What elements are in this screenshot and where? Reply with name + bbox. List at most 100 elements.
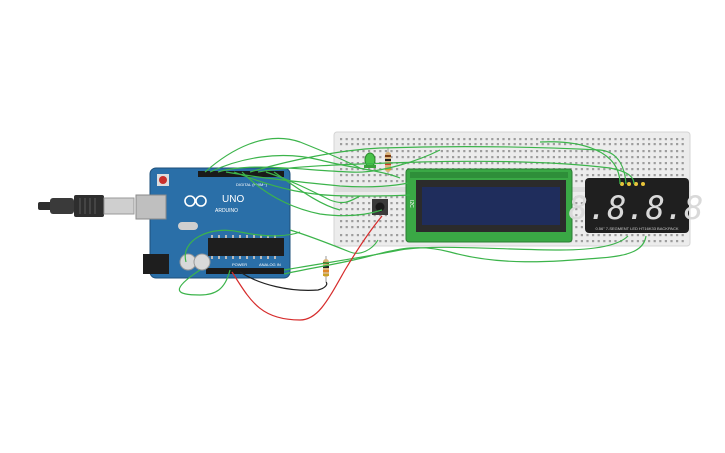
breadboard-hole	[491, 143, 494, 146]
breadboard-hole	[614, 143, 617, 146]
breadboard-hole	[379, 174, 382, 177]
wire-green[interactable]	[283, 235, 647, 275]
breadboard-hole	[564, 143, 567, 146]
breadboard-hole	[351, 196, 354, 199]
breadboard-hole	[368, 220, 371, 223]
reset-button-cap[interactable]	[159, 176, 167, 184]
breadboard-hole	[345, 180, 348, 183]
arduino-brand-label: ARDUINO	[215, 208, 238, 214]
wire-green[interactable]	[204, 137, 361, 173]
breadboard-hole	[356, 226, 359, 229]
seven-segment-digits: 8.8.8.8	[569, 189, 704, 227]
wire-red[interactable]	[231, 215, 383, 321]
breadboard-hole	[541, 138, 544, 141]
breadboard-hole	[362, 174, 365, 177]
breadboard-hole	[575, 150, 578, 153]
breadboard-hole	[603, 234, 606, 237]
wire-green[interactable]	[539, 141, 621, 185]
lcd-display[interactable]: I2C	[405, 168, 573, 243]
wire-green[interactable]	[178, 269, 231, 296]
wire-green[interactable]	[257, 160, 635, 185]
wire-green[interactable]	[273, 171, 341, 211]
breadboard-hole	[597, 240, 600, 243]
breadboard-hole	[558, 156, 561, 159]
breadboard-hole	[575, 138, 578, 141]
breadboard-hole	[603, 168, 606, 171]
pushbutton[interactable]	[372, 199, 388, 215]
wire-green[interactable]	[184, 229, 301, 263]
breadboard-hole	[379, 214, 382, 217]
breadboard-hole	[603, 156, 606, 159]
breadboard-hole	[345, 240, 348, 243]
breadboard-hole	[390, 150, 393, 153]
breadboard-hole	[401, 143, 404, 146]
breadboard-hole	[429, 143, 432, 146]
breadboard-hole	[664, 240, 667, 243]
breadboard-hole	[575, 208, 578, 211]
breadboard-hole	[580, 234, 583, 237]
breadboard-hole	[390, 234, 393, 237]
breadboard-hole	[496, 143, 499, 146]
breadboard-hole	[496, 150, 499, 153]
breadboard-hole	[636, 156, 639, 159]
breadboard-hole	[586, 138, 589, 141]
digital-header-label: DIGITAL (PWM~)	[236, 182, 268, 187]
breadboard-hole	[659, 240, 662, 243]
breadboard-hole	[631, 156, 634, 159]
wire-green[interactable]	[241, 171, 383, 217]
seven-segment-display[interactable]: 8.8.8.8 0.56" 7-SEGMENT LED HT16K33 BACK…	[569, 178, 704, 233]
resistor[interactable]	[323, 256, 329, 282]
breadboard-hole	[681, 234, 684, 237]
breadboard-hole	[575, 202, 578, 205]
breadboard-hole	[648, 234, 651, 237]
arduino-uno[interactable]: UNO ARDUINO DIGITAL (PWM~) POWER ANALOG …	[135, 167, 291, 279]
breadboard-hole	[620, 174, 623, 177]
breadboard-hole	[368, 150, 371, 153]
breadboard-hole	[586, 162, 589, 165]
breadboard-hole	[362, 226, 365, 229]
breadboard-hole	[390, 220, 393, 223]
breadboard-hole	[670, 174, 673, 177]
breadboard-hole	[368, 168, 371, 171]
wire-green[interactable]	[289, 229, 379, 254]
breadboard-hole	[642, 150, 645, 153]
breadboard-hole	[379, 226, 382, 229]
breadboard-hole	[586, 240, 589, 243]
breadboard-hole	[407, 138, 410, 141]
breadboard-hole	[446, 162, 449, 165]
breadboard-hole	[356, 150, 359, 153]
breadboard-hole	[664, 150, 667, 153]
green-led[interactable]	[364, 152, 376, 168]
breadboard-hole	[614, 174, 617, 177]
breadboard-hole	[541, 156, 544, 159]
breadboard-hole	[508, 138, 511, 141]
arduino-logo-icon	[184, 195, 207, 207]
green-wires[interactable]	[178, 137, 647, 296]
usb-cable[interactable]	[38, 195, 135, 217]
breadboard-hole	[401, 196, 404, 199]
breadboard-hole	[440, 150, 443, 153]
wire-green[interactable]	[217, 149, 441, 173]
breadboard-hole	[340, 226, 343, 229]
breadboard-hole	[592, 162, 595, 165]
breadboard-hole	[614, 138, 617, 141]
breadboard-hole	[636, 234, 639, 237]
breadboard-hole	[620, 143, 623, 146]
breadboard-hole	[603, 138, 606, 141]
wire-green[interactable]	[233, 171, 411, 197]
wire-green[interactable]	[209, 154, 401, 179]
wire-black[interactable]	[239, 271, 328, 291]
breadboard-hole	[547, 143, 550, 146]
wire-green[interactable]	[283, 235, 629, 271]
breadboard-hole	[659, 138, 662, 141]
wire-green[interactable]	[225, 171, 409, 188]
breadboard-hole	[379, 196, 382, 199]
breadboard-hole	[625, 162, 628, 165]
breadboard-hole	[401, 226, 404, 229]
wire-green[interactable]	[249, 146, 627, 185]
breadboard-hole	[625, 234, 628, 237]
breadboard-hole	[592, 234, 595, 237]
breadboard-hole	[412, 143, 415, 146]
breadboard-hole	[592, 143, 595, 146]
resistor[interactable]	[385, 148, 391, 176]
